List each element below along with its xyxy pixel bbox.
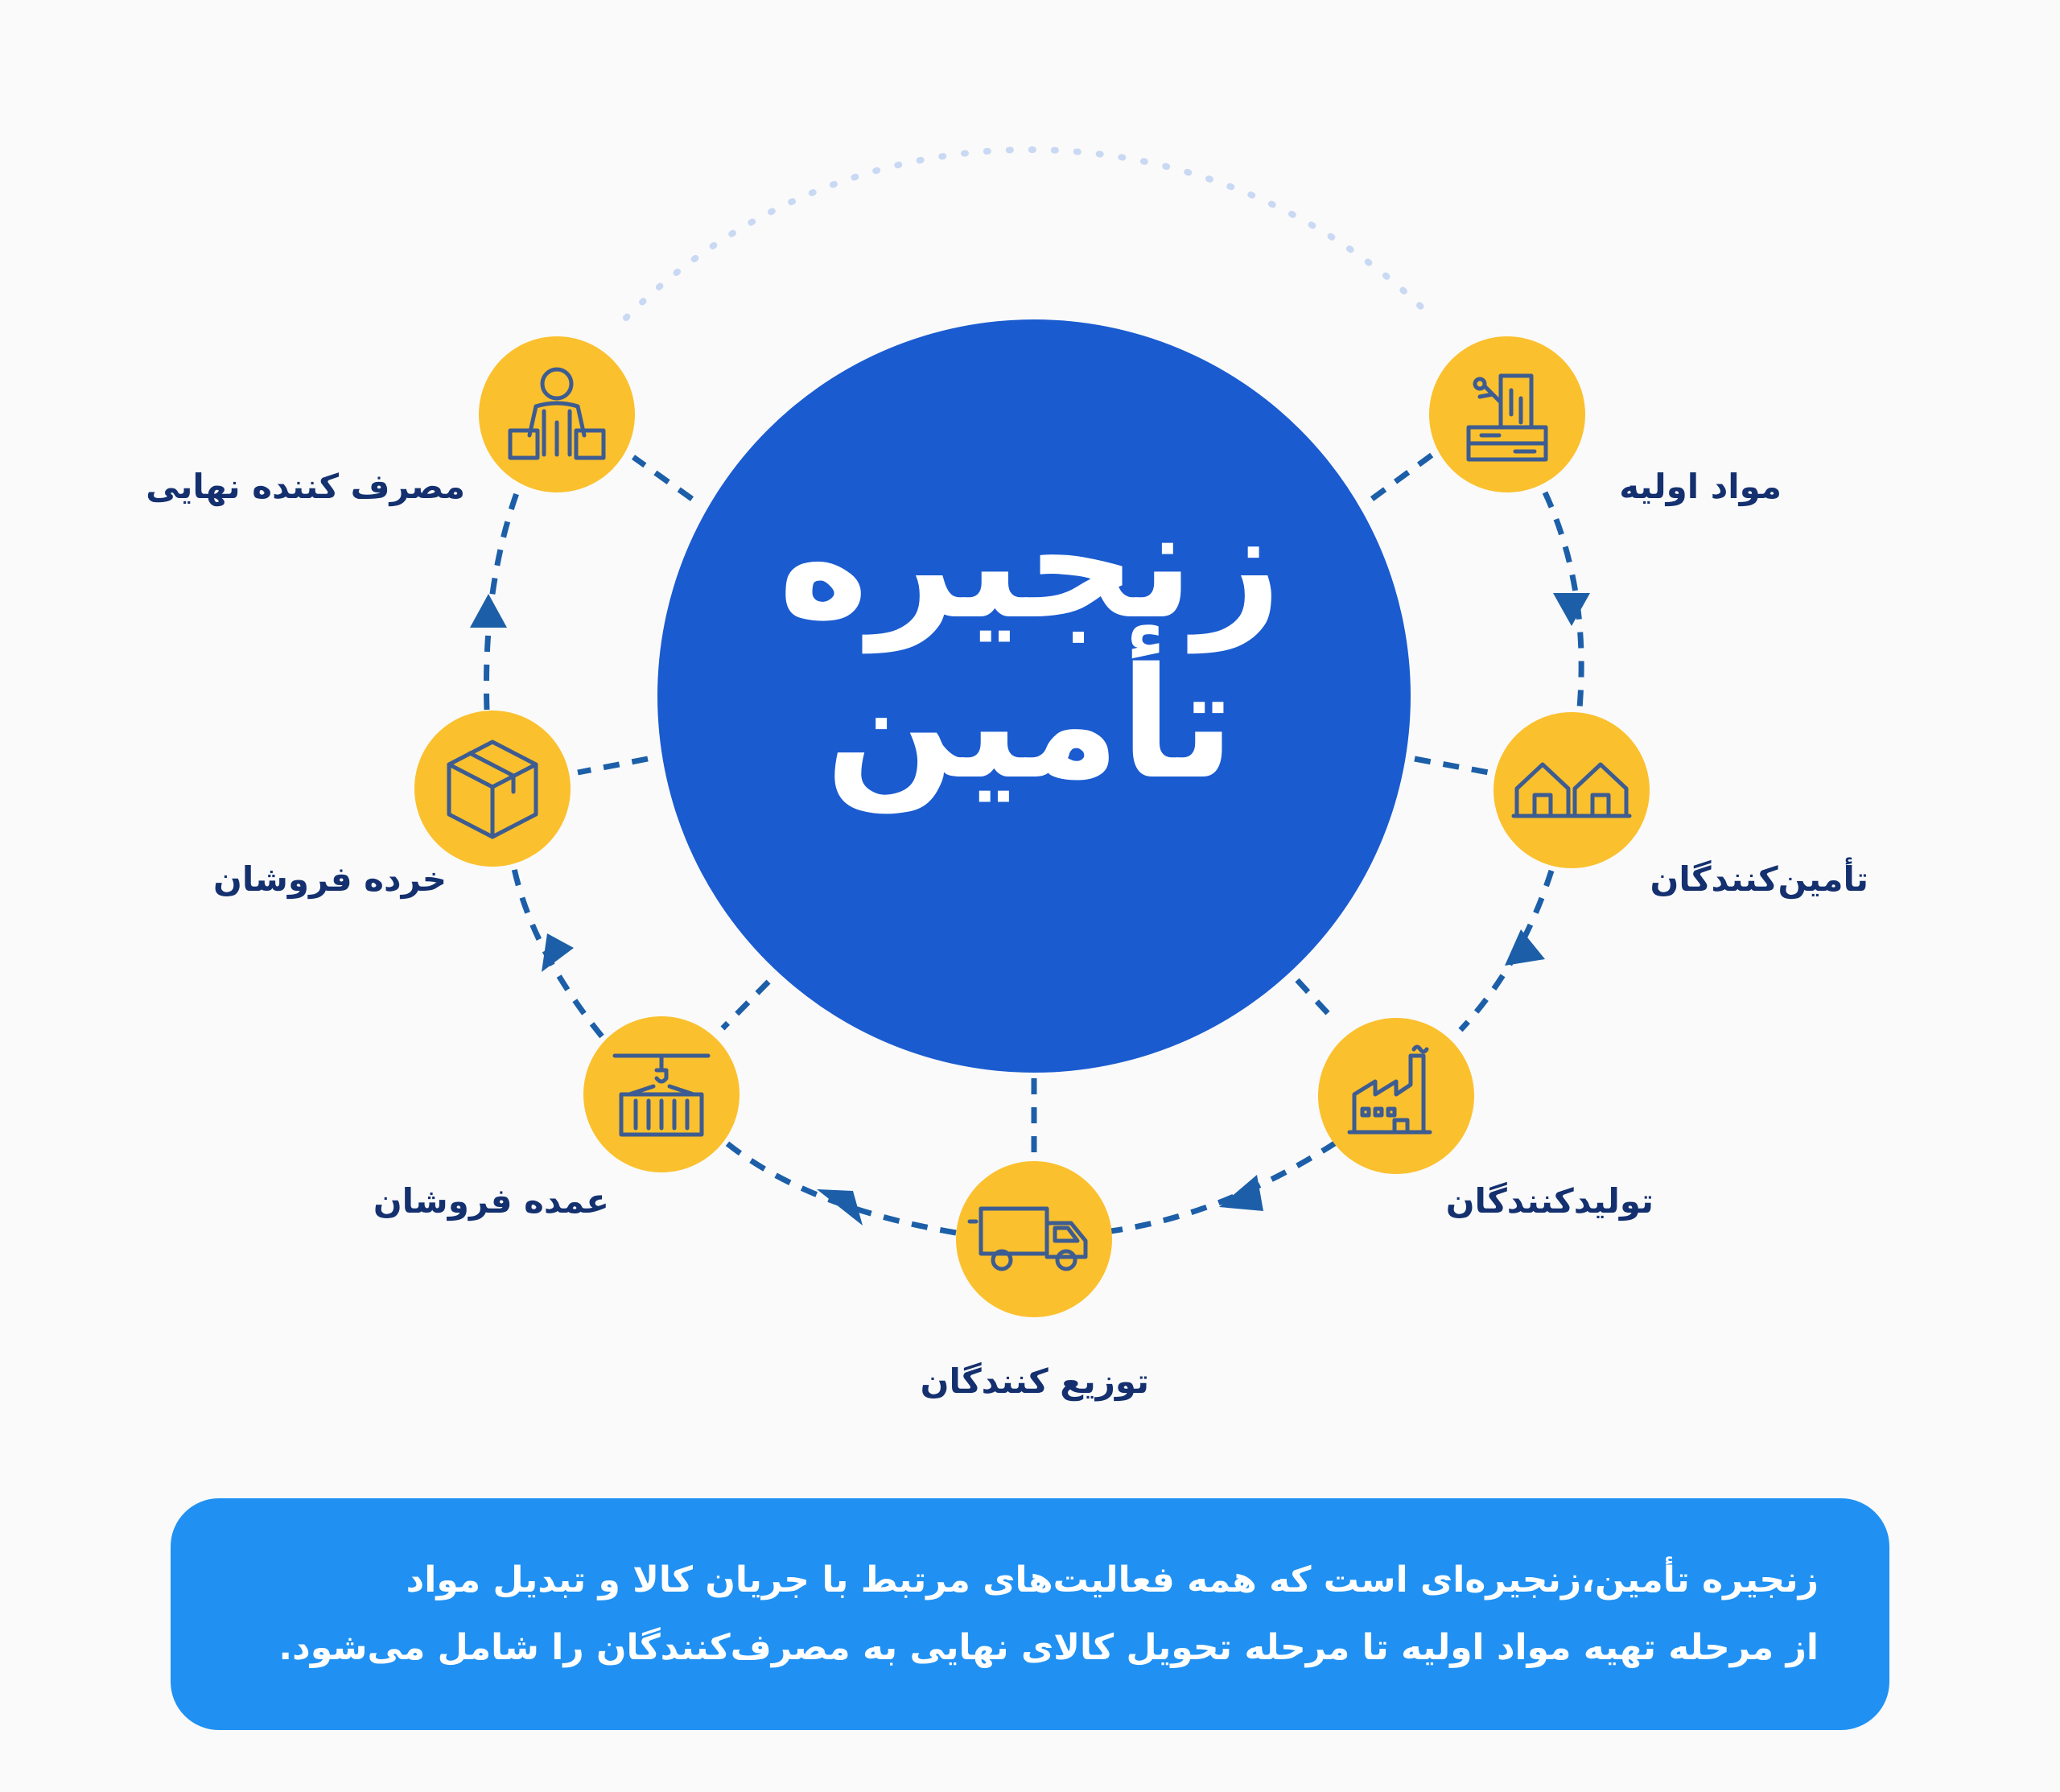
- box-icon: [447, 739, 538, 839]
- node-label-manufacturers: تولیدکنندگان: [1445, 1181, 1654, 1221]
- spoke-retailers: [577, 756, 649, 776]
- description-line-1: زنجیره تأمین،زنجیره‌ای است که همه فعالیت…: [406, 1559, 1819, 1601]
- factory-icon: [1347, 1044, 1432, 1135]
- node-label-consumer: مصرف کننده نهایی: [146, 467, 465, 506]
- arrowhead-left-2: [817, 1189, 863, 1226]
- description-line-2: از مرحله تهیه مواد اولیه تا مرحله تحویل …: [278, 1627, 1819, 1668]
- description-box: زنجیره تأمین،زنجیره‌ای است که همه فعالیت…: [171, 1498, 1889, 1730]
- arrowhead-down-left: [1505, 929, 1545, 966]
- person-shopping-icon: [508, 367, 606, 460]
- tree-stump-icon: [1466, 373, 1548, 462]
- arrowhead-up: [470, 594, 507, 628]
- spoke-consumer: [631, 455, 694, 501]
- spoke-manufacturers: [1295, 978, 1338, 1024]
- center-circle: [657, 319, 1411, 1073]
- node-circle-raw-materials: [1429, 336, 1585, 492]
- flow-manufacturers-to-distributors: [1110, 1140, 1337, 1234]
- flow-distributors-to-wholesalers: [722, 1139, 957, 1236]
- warehouse-icon: [1511, 762, 1632, 818]
- node-label-distributors: توزیع کنندگان: [920, 1362, 1149, 1401]
- spoke-wholesalers: [720, 979, 771, 1031]
- arrowhead-down: [1553, 593, 1590, 626]
- spoke-connectors: [577, 452, 1489, 1157]
- flow-arrowheads: [470, 593, 1590, 1226]
- arrowhead-left-1: [1219, 1175, 1263, 1211]
- arrowhead-up-left: [542, 933, 574, 972]
- container-crane-icon: [612, 1053, 711, 1137]
- node-label-raw-materials: مواد اولیه: [1619, 467, 1782, 506]
- flow-retailers-to-consumer: [483, 489, 521, 711]
- node-circle-distributors: [956, 1161, 1112, 1317]
- node-label-retailers: خرده فروشان: [212, 859, 447, 899]
- spoke-raw-materials: [1370, 452, 1435, 501]
- node-label-wholesalers: عمده فروشان: [373, 1181, 609, 1221]
- spoke-suppliers: [1414, 756, 1489, 776]
- node-circle-consumer: [479, 336, 635, 492]
- top-decorative-arc: [623, 146, 1436, 321]
- node-label-suppliers: تأمین‌کنندگان: [1650, 859, 1868, 899]
- node-circle-suppliers: [1494, 712, 1650, 868]
- truck-icon: [967, 1206, 1088, 1271]
